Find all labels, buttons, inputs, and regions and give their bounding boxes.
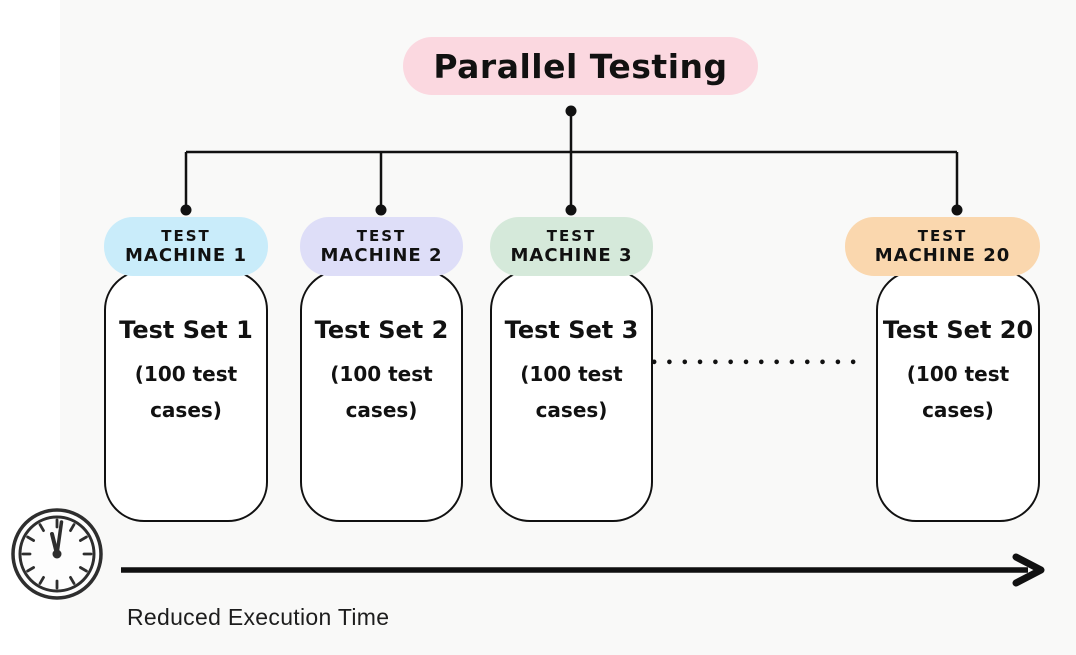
test-set-1-line3: cases) bbox=[150, 398, 222, 422]
machine-1-label-bottom: MACHINE 1 bbox=[125, 244, 247, 266]
test-set-20-title: Test Set 20 bbox=[882, 316, 1034, 344]
title-pill: Parallel Testing bbox=[403, 37, 758, 95]
machine-20-label-bottom: MACHINE 20 bbox=[874, 244, 1011, 266]
test-set-3-title: Test Set 3 bbox=[504, 316, 639, 344]
machine-20-pill: TEST MACHINE 20 bbox=[845, 217, 1040, 276]
test-set-2-box: Test Set 2 (100 test cases) bbox=[300, 270, 463, 522]
machine-2-label-bottom: MACHINE 2 bbox=[320, 244, 443, 266]
test-set-20-line3: cases) bbox=[922, 398, 994, 422]
test-set-1-line2: (100 test bbox=[134, 362, 238, 386]
test-set-2-line2: (100 test bbox=[330, 362, 433, 386]
test-set-3-line3: cases) bbox=[535, 398, 608, 422]
ellipsis-dots: •••••••••••••••••• bbox=[650, 356, 858, 371]
machine-2-label-top: TEST bbox=[356, 226, 407, 245]
timeline-label: Reduced Execution Time bbox=[127, 604, 390, 630]
machine-3-label-top: TEST bbox=[546, 226, 597, 245]
machine-3-pill: TEST MACHINE 3 bbox=[490, 217, 653, 276]
test-set-3-box: Test Set 3 (100 test cases) bbox=[490, 270, 653, 522]
clock-icon bbox=[11, 508, 103, 600]
test-set-1-box: Test Set 1 (100 test cases) bbox=[104, 270, 268, 522]
connector-dots bbox=[180, 105, 963, 216]
test-set-2-line3: cases) bbox=[345, 398, 418, 422]
test-set-3-line2: (100 test bbox=[520, 362, 623, 386]
machine-1-label-top: TEST bbox=[161, 226, 211, 245]
machine-1-pill: TEST MACHINE 1 bbox=[104, 217, 268, 276]
test-set-20-box: Test Set 20 (100 test cases) bbox=[876, 270, 1040, 522]
machine-2-pill: TEST MACHINE 2 bbox=[300, 217, 463, 276]
page-title: Parallel Testing bbox=[433, 46, 728, 86]
test-set-20-line2: (100 test bbox=[906, 362, 1010, 386]
machine-20-label-top: TEST bbox=[917, 226, 968, 245]
timeline-arrow bbox=[121, 553, 1045, 587]
test-set-2-title: Test Set 2 bbox=[314, 316, 449, 344]
test-set-1-title: Test Set 1 bbox=[119, 316, 253, 344]
machine-3-label-bottom: MACHINE 3 bbox=[510, 244, 633, 266]
